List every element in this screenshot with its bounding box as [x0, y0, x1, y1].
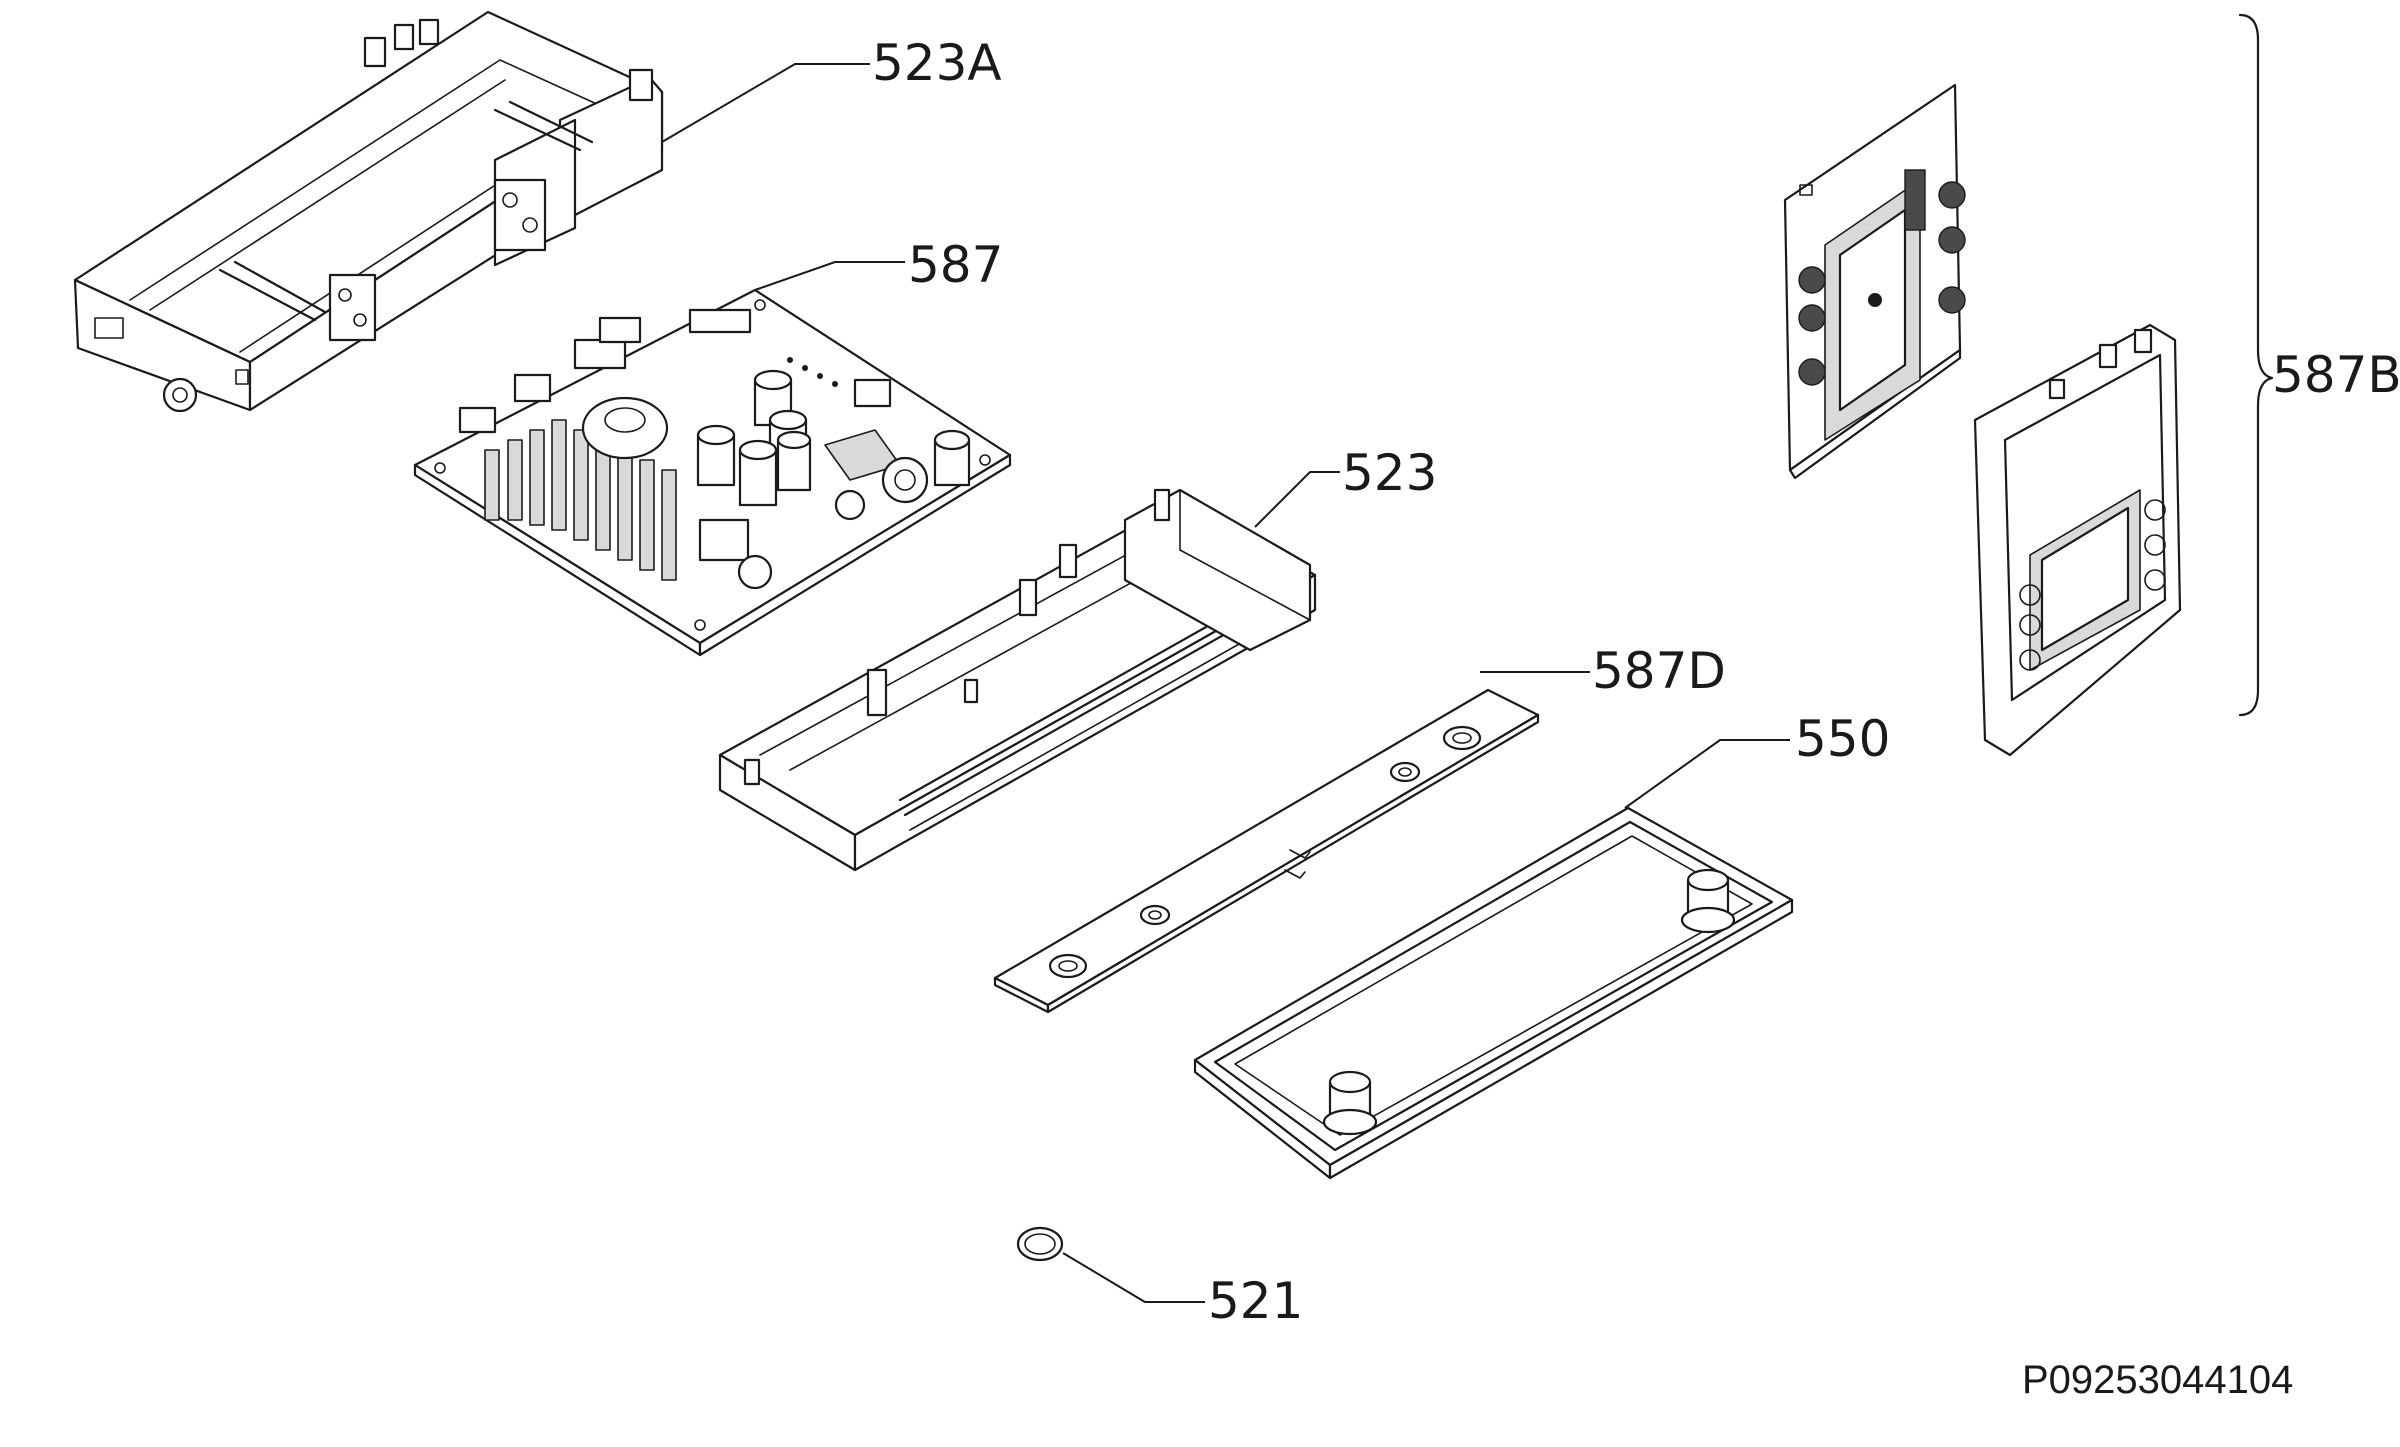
part-587D-drawing — [993, 688, 1540, 1014]
label-587B: 587B — [2272, 346, 2400, 404]
part-523-drawing — [718, 488, 1317, 872]
part-587-drawing — [413, 288, 1012, 657]
label-523: 523 — [1342, 444, 1437, 502]
part-523A-drawing — [73, 10, 664, 413]
label-523A: 523A — [872, 34, 1002, 92]
part-521-drawing — [1016, 1226, 1064, 1262]
label-550: 550 — [1795, 710, 1890, 768]
label-587D: 587D — [1592, 642, 1726, 700]
label-521: 521 — [1208, 1272, 1303, 1330]
leader-lines — [661, 63, 1790, 1303]
part-550-drawing — [1193, 806, 1794, 1180]
part-587B-drawing — [1783, 13, 2274, 757]
document-id: P09253044104 — [2022, 1358, 2293, 1402]
callout-labels: 523A 587 523 587B 587D 550 521 — [872, 34, 2400, 1330]
label-587: 587 — [908, 236, 1003, 294]
